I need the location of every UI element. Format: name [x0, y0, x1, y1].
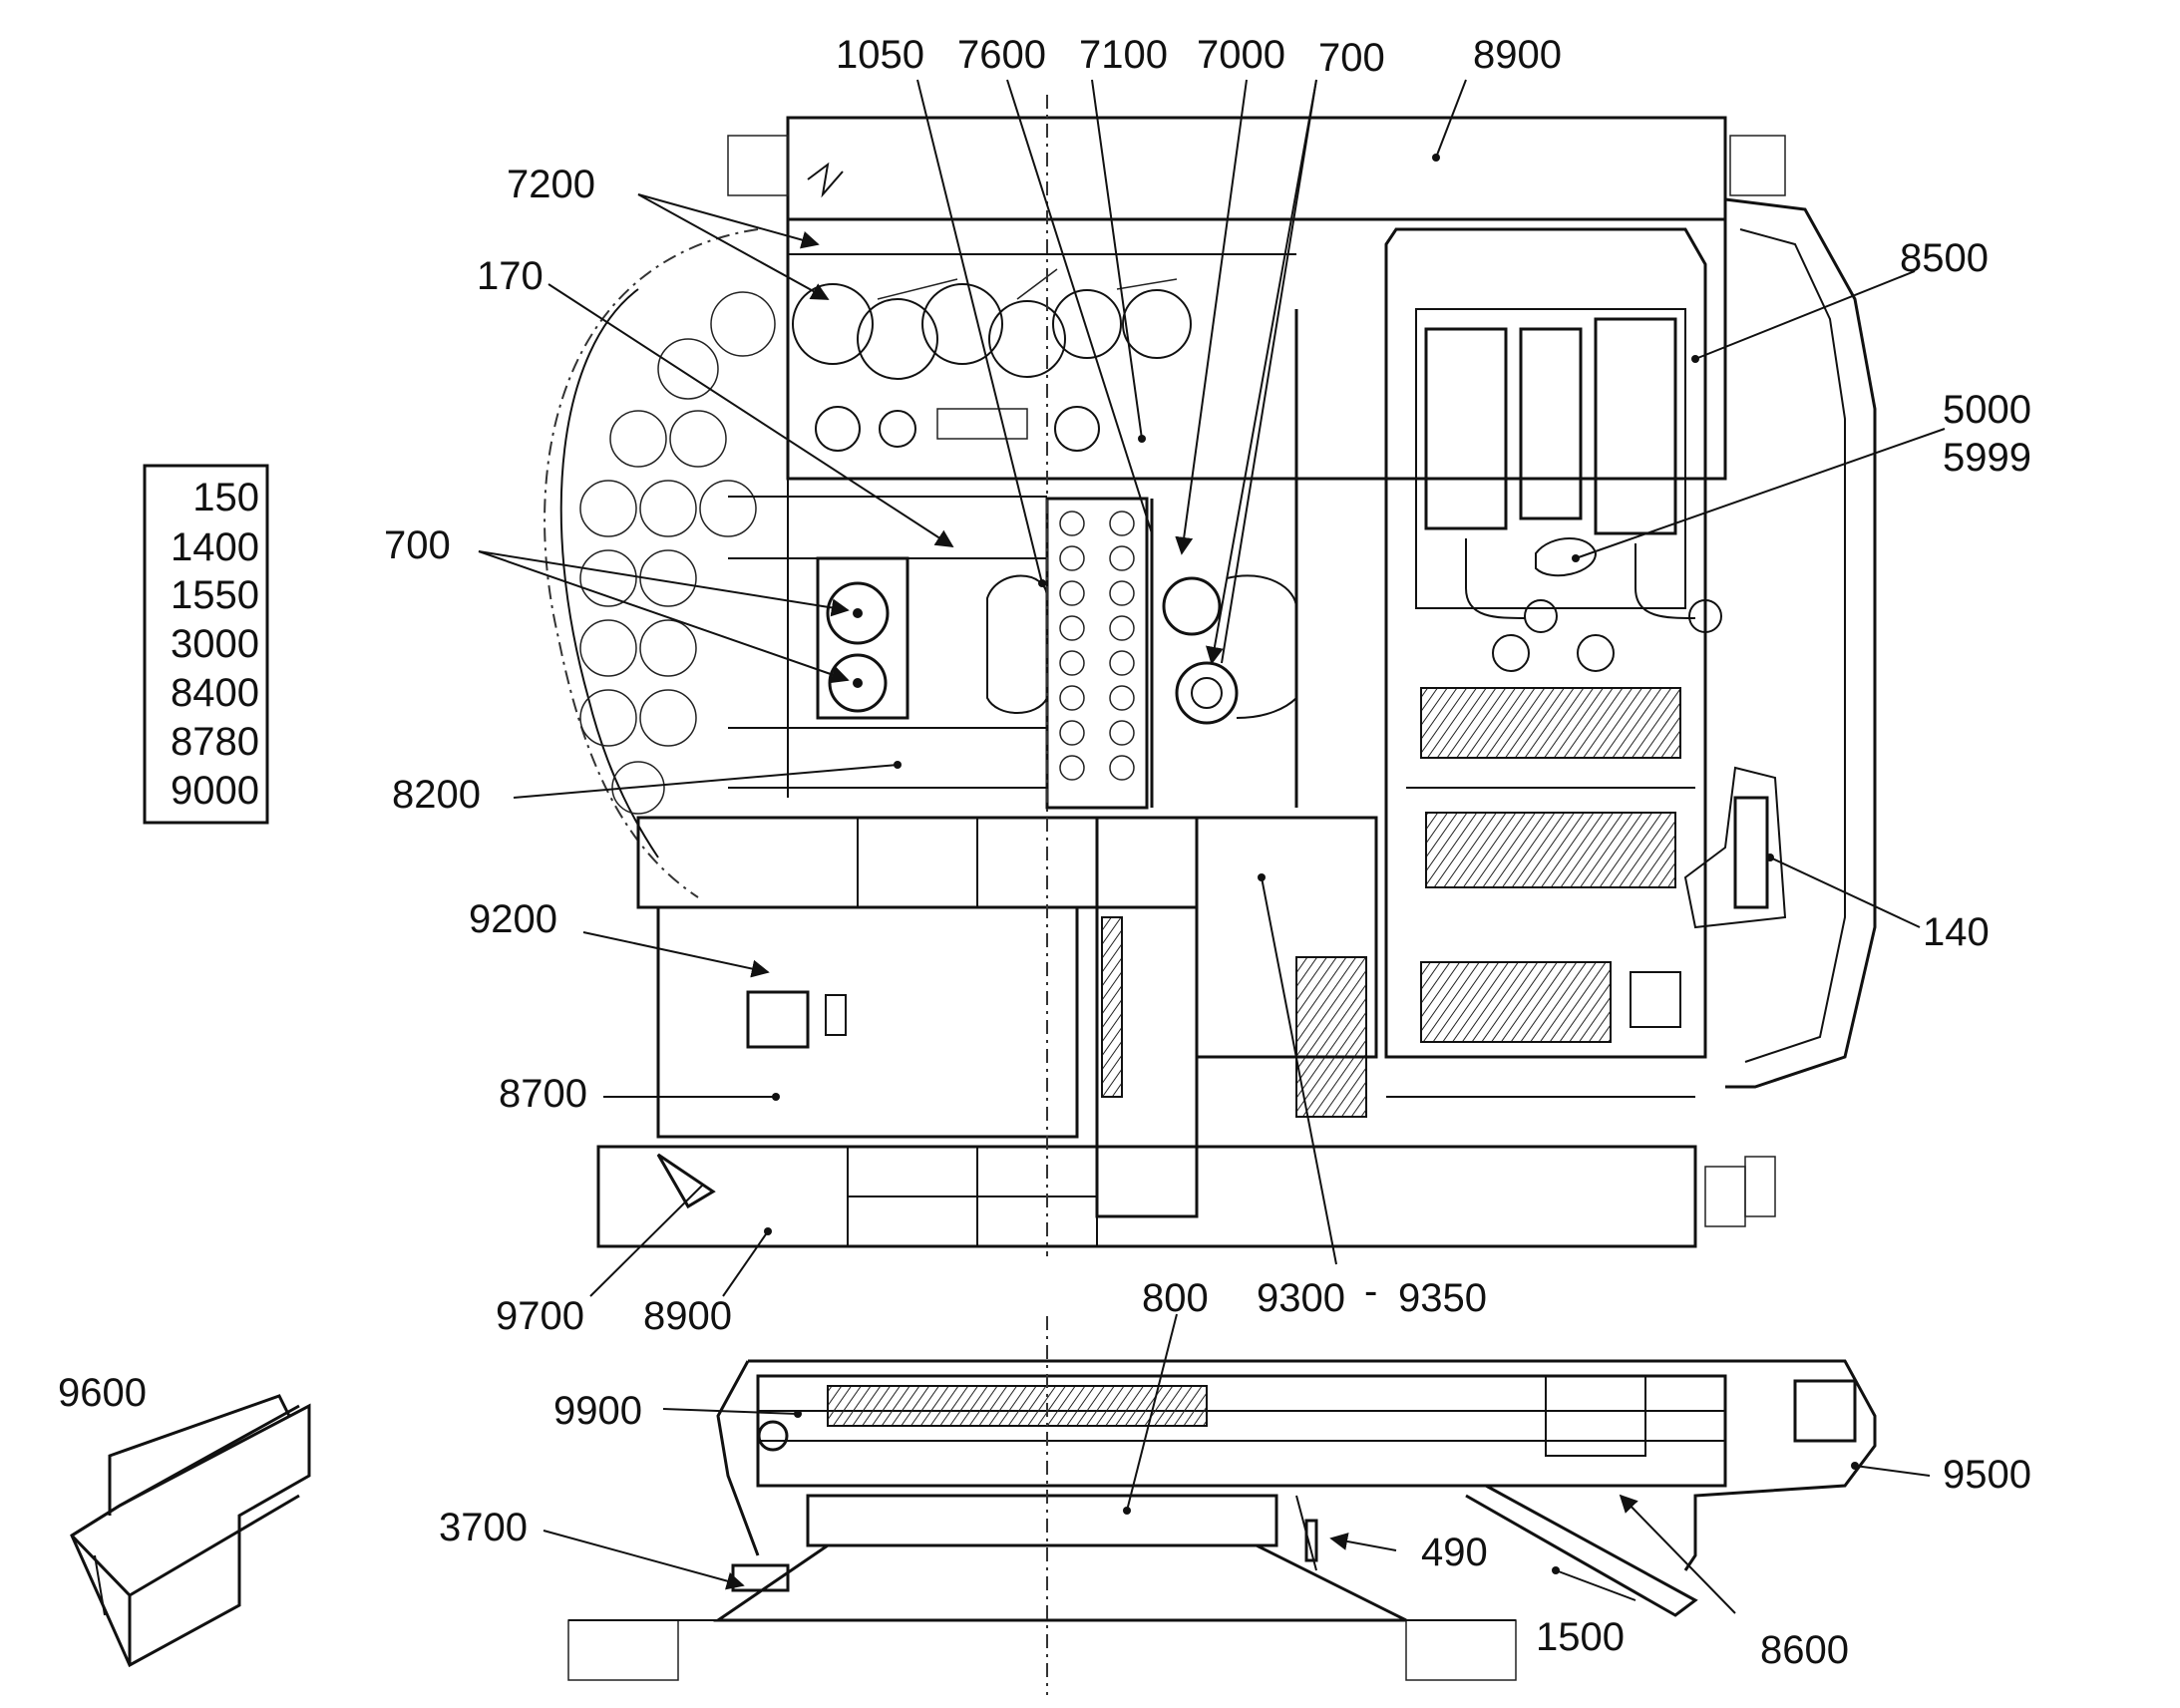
parts-list-item: 3000	[171, 622, 259, 666]
parts-list-frame	[143, 464, 269, 825]
leader-8500	[1694, 270, 1916, 360]
top-view-drawing	[544, 95, 1877, 1256]
callout-9700: 9700	[496, 1294, 584, 1338]
leader-9900	[662, 1408, 799, 1415]
callout-7200: 7200	[507, 163, 595, 206]
callout-140: 140	[1923, 910, 1990, 954]
leader-9500	[1854, 1465, 1931, 1477]
parts-list-box: 150 1400 1550 3000 8400 8780 9000	[143, 464, 269, 825]
callout-8900-bottom: 8900	[643, 1294, 732, 1338]
callout-7100: 7100	[1079, 33, 1168, 77]
callout-7000: 7000	[1197, 33, 1285, 77]
toolbox-drawing	[70, 1394, 311, 1668]
callout-170: 170	[477, 254, 544, 298]
leader-3700	[543, 1530, 745, 1590]
leader-8200	[513, 764, 899, 799]
parts-list-item: 9000	[171, 769, 259, 813]
leader-140	[1769, 856, 1921, 928]
callout-3700: 3700	[439, 1506, 528, 1549]
callout-9500: 9500	[1943, 1453, 2031, 1497]
callout-7600: 7600	[957, 33, 1046, 77]
leader-7600	[1006, 79, 1153, 534]
callout-8200: 8200	[392, 773, 481, 817]
callout-8600: 8600	[1760, 1628, 1849, 1672]
leader-170	[547, 283, 954, 547]
parts-list-item: 1550	[171, 573, 259, 617]
callout-8700: 8700	[499, 1072, 587, 1116]
callout-5999: 5999	[1943, 436, 2031, 480]
leader-5000	[1575, 428, 1946, 559]
leader-490	[1329, 1533, 1397, 1551]
leader-dots	[764, 154, 1859, 1574]
callout-490: 490	[1421, 1531, 1488, 1574]
callout-9300-dash: -	[1364, 1269, 1377, 1313]
leader-9700	[589, 1184, 704, 1297]
leader-700-left-a	[478, 550, 850, 617]
leader-9200	[582, 931, 770, 978]
side-view-drawing	[567, 1316, 1877, 1695]
leader-lines	[478, 79, 1946, 1614]
leader-7200-b	[637, 193, 830, 300]
counterweight-circles	[579, 291, 776, 815]
callout-9350: 9350	[1398, 1276, 1487, 1320]
callout-9300: 9300	[1257, 1276, 1345, 1320]
callout-700-left: 700	[384, 523, 451, 567]
leader-8600	[1619, 1494, 1736, 1614]
leader-700-top	[1206, 79, 1317, 665]
callout-1500: 1500	[1536, 1615, 1625, 1659]
callout-9900: 9900	[553, 1389, 642, 1433]
leader-7200-a	[637, 193, 820, 249]
callout-9600: 9600	[58, 1371, 147, 1415]
parts-list-item: 8780	[171, 720, 259, 764]
leader-1500	[1555, 1569, 1636, 1601]
parts-list-item: 8400	[171, 671, 259, 715]
callout-9200: 9200	[469, 897, 557, 941]
callout-5000: 5000	[1943, 388, 2031, 432]
engine-cylinders	[1059, 511, 1135, 781]
callout-1050: 1050	[836, 33, 924, 77]
callout-8500: 8500	[1900, 236, 1989, 280]
leader-7100	[1091, 79, 1143, 440]
leader-800	[1126, 1313, 1178, 1512]
callout-8900-top: 8900	[1473, 33, 1562, 77]
callout-800: 800	[1142, 1276, 1209, 1320]
leader-8900-top	[1435, 79, 1467, 159]
leader-9300	[1261, 876, 1337, 1265]
leader-700-left-b	[478, 550, 850, 684]
parts-list-item: 150	[192, 476, 259, 519]
callout-700-top: 700	[1318, 36, 1385, 80]
leader-1050	[916, 79, 1043, 584]
leader-7000	[1175, 79, 1248, 555]
callout-labels: 1050 7600 7100 7000 700 8900 7200 170 85…	[58, 33, 2031, 1672]
parts-list-item: 1400	[171, 525, 259, 569]
leader-8900-bottom	[722, 1230, 769, 1297]
